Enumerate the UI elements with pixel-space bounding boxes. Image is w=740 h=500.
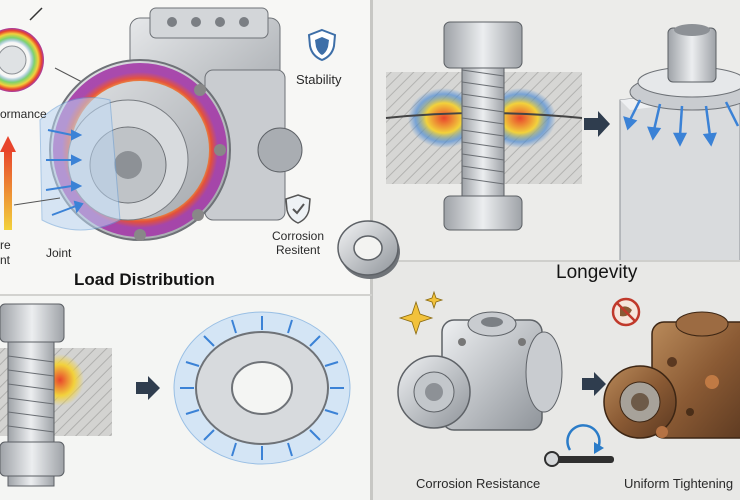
rotate-arrow-icon (566, 424, 601, 451)
shield-icon (283, 193, 313, 230)
pressure-label: re nt (0, 238, 11, 267)
engine-illustration (0, 7, 303, 241)
pressure-arrows (623, 99, 740, 147)
stability-label: Stability (296, 72, 342, 87)
arrow-right-icon (584, 111, 610, 137)
divider (372, 260, 740, 262)
arrow-right-icon (136, 376, 160, 400)
corrosion-resistant-label: Corrosion Resitent (272, 229, 325, 257)
corrosion-resistance-label: Corrosion Resistance (416, 476, 541, 491)
performance-label: ormance (0, 107, 47, 121)
longevity-panel: Longevity (372, 262, 740, 500)
valve-comparison-illustration (397, 290, 740, 467)
shield-icon (306, 28, 338, 67)
bolt-joint-panel (372, 0, 740, 262)
longevity-title: Longevity (556, 262, 638, 283)
divider (0, 294, 372, 296)
arrow-right-icon (582, 372, 606, 396)
wrench-icon (544, 451, 614, 467)
engine-panel: ormance re nt Joint Stability Corrosion … (0, 0, 372, 296)
sparkle-icon (398, 290, 444, 336)
center-washer-illustration (337, 220, 400, 279)
joint-label: Joint (46, 246, 72, 260)
no-rust-icon (611, 297, 641, 327)
load-arrows (45, 129, 84, 216)
radial-force-arrows (180, 316, 344, 460)
uniform-tightening-label: Uniform Tightening (624, 476, 734, 491)
washer-panel (0, 296, 372, 500)
load-distribution-title: Load Distribution (74, 270, 215, 289)
washer-illustration (0, 303, 351, 487)
bolt-joint-illustration (385, 21, 740, 262)
